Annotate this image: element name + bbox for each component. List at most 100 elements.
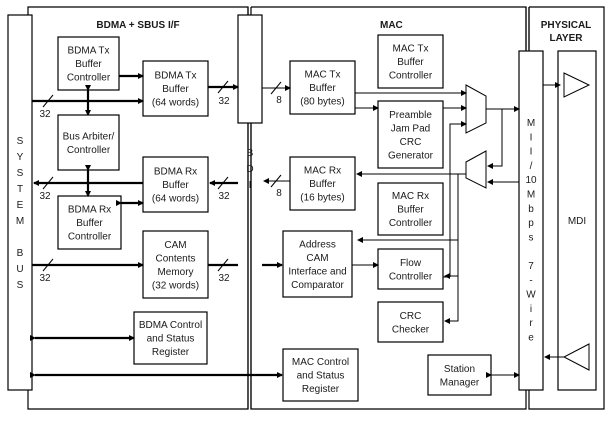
- block-label-line: BDMA Control: [139, 320, 202, 331]
- block-label-line: Checker: [392, 324, 430, 335]
- vertical-label-char: S: [17, 168, 24, 179]
- block-label-line: Controller: [389, 71, 433, 82]
- block-label-line: Register: [302, 384, 340, 395]
- vertical-label-char: I: [249, 180, 252, 191]
- block-label-line: BDMA Tx: [154, 71, 196, 82]
- vertical-label-char: B: [247, 148, 254, 159]
- block-label-line: Address: [299, 239, 336, 250]
- bdi-label: BDI: [246, 148, 253, 191]
- bdma-tx-buf-block-box: [142, 60, 209, 117]
- bus-width-label: 32: [218, 96, 230, 107]
- mac-rx-ctrl-block-box: [377, 182, 444, 236]
- rx-to-crc: [444, 240, 459, 324]
- block-label-line: Buffer: [397, 205, 424, 216]
- block-label-line: Buffer: [162, 180, 189, 191]
- vertical-label-char: b: [528, 204, 534, 215]
- bus-width-label: 32: [218, 191, 230, 202]
- block-label-line: CAM: [306, 253, 328, 264]
- block-label-line: and Status: [147, 334, 195, 345]
- block-label-line: Controller: [67, 145, 111, 156]
- block-label-line: CRC: [400, 137, 422, 148]
- block-label-line: Buffer: [75, 59, 102, 70]
- vertical-label-char: U: [16, 264, 23, 275]
- phy-section-title-line1: PHYSICAL: [541, 20, 592, 31]
- bus-width-slash: [217, 176, 229, 190]
- vertical-label-char: W: [526, 290, 536, 301]
- block-label-line: Buffer: [309, 83, 336, 94]
- block-label-line: Controller: [68, 232, 112, 243]
- vertical-label-char: s: [529, 232, 534, 243]
- vertical-label-char: r: [529, 318, 533, 329]
- block-label-line: MAC Tx: [305, 70, 341, 81]
- rx-receiver-icon: [562, 343, 590, 371]
- bus-arbiter-block-box: [57, 114, 120, 171]
- addr-cam-block-box: [282, 230, 353, 298]
- bus-width-label: 8: [276, 95, 282, 106]
- vertical-label-char: p: [528, 218, 534, 229]
- vertical-label-char: T: [17, 184, 23, 195]
- block-label-line: MAC Control: [292, 357, 349, 368]
- mdi-bar: [557, 50, 597, 391]
- bus-width-label: 32: [39, 273, 51, 284]
- vertical-label-char: S: [17, 280, 24, 291]
- bus-width-label: 8: [276, 188, 282, 199]
- connections: [30, 73, 564, 378]
- crc-checker-block-box: [377, 301, 444, 343]
- block-label-line: Preamble: [389, 110, 432, 121]
- block-label-line: Buffer: [76, 218, 103, 229]
- block-label-line: Memory: [157, 267, 193, 278]
- block-label-line: Buffer: [397, 57, 424, 68]
- rx-mux-icon: [465, 150, 487, 189]
- block-label-line: Interface and: [288, 266, 346, 277]
- block-label-line: Buffer: [162, 84, 189, 95]
- crc-checker-block: CRC Checker: [377, 301, 444, 343]
- block-label-line: MAC Rx: [304, 166, 341, 177]
- vertical-label-char: I: [530, 147, 533, 158]
- block-label-line: Bus Arbiter/: [63, 131, 115, 142]
- bus-width-label: 32: [39, 109, 51, 120]
- vertical-label-char: /: [530, 161, 533, 172]
- vertical-label-char: M: [527, 118, 535, 129]
- vertical-label-char: B: [17, 248, 24, 259]
- bus-width-label: 32: [218, 273, 230, 284]
- bus-width-slash: [270, 174, 282, 188]
- vertical-label-char: D: [246, 164, 253, 175]
- vertical-label-char: I: [530, 132, 533, 143]
- tx-driver-icon: [563, 72, 591, 98]
- block-label-line: Comparator: [291, 280, 344, 291]
- vertical-label-char: i: [530, 304, 532, 315]
- block-label-line: CRC: [400, 311, 422, 322]
- block-label-line: Register: [152, 347, 190, 358]
- bus-width-slash: [42, 258, 54, 272]
- bus-width-slash: [217, 80, 229, 94]
- tx-mux-icon: [465, 84, 487, 134]
- vertical-label-char: E: [17, 200, 24, 211]
- block-label-line: Jam Pad: [391, 123, 430, 134]
- mac-tx-buf-block-box: [289, 60, 356, 115]
- bus-arbiter-block: Bus Arbiter/Controller: [57, 114, 120, 171]
- bus-width-slash: [42, 176, 54, 190]
- block-label-line: MAC Rx: [392, 191, 429, 202]
- vertical-label-char: 10: [525, 175, 537, 186]
- block-label-line: Controller: [389, 218, 433, 229]
- mii-bar: [518, 50, 544, 391]
- block-label-line: (64 words): [152, 194, 199, 205]
- block-label-line: CAM: [164, 240, 186, 251]
- bus-width-slash: [217, 258, 229, 272]
- block-label-line: (32 words): [152, 280, 199, 291]
- preamble-block-box: [377, 100, 444, 169]
- block-label-line: Flow: [400, 258, 422, 269]
- flow-to-mux: [449, 121, 467, 277]
- station-mgr-block-box: [427, 354, 492, 396]
